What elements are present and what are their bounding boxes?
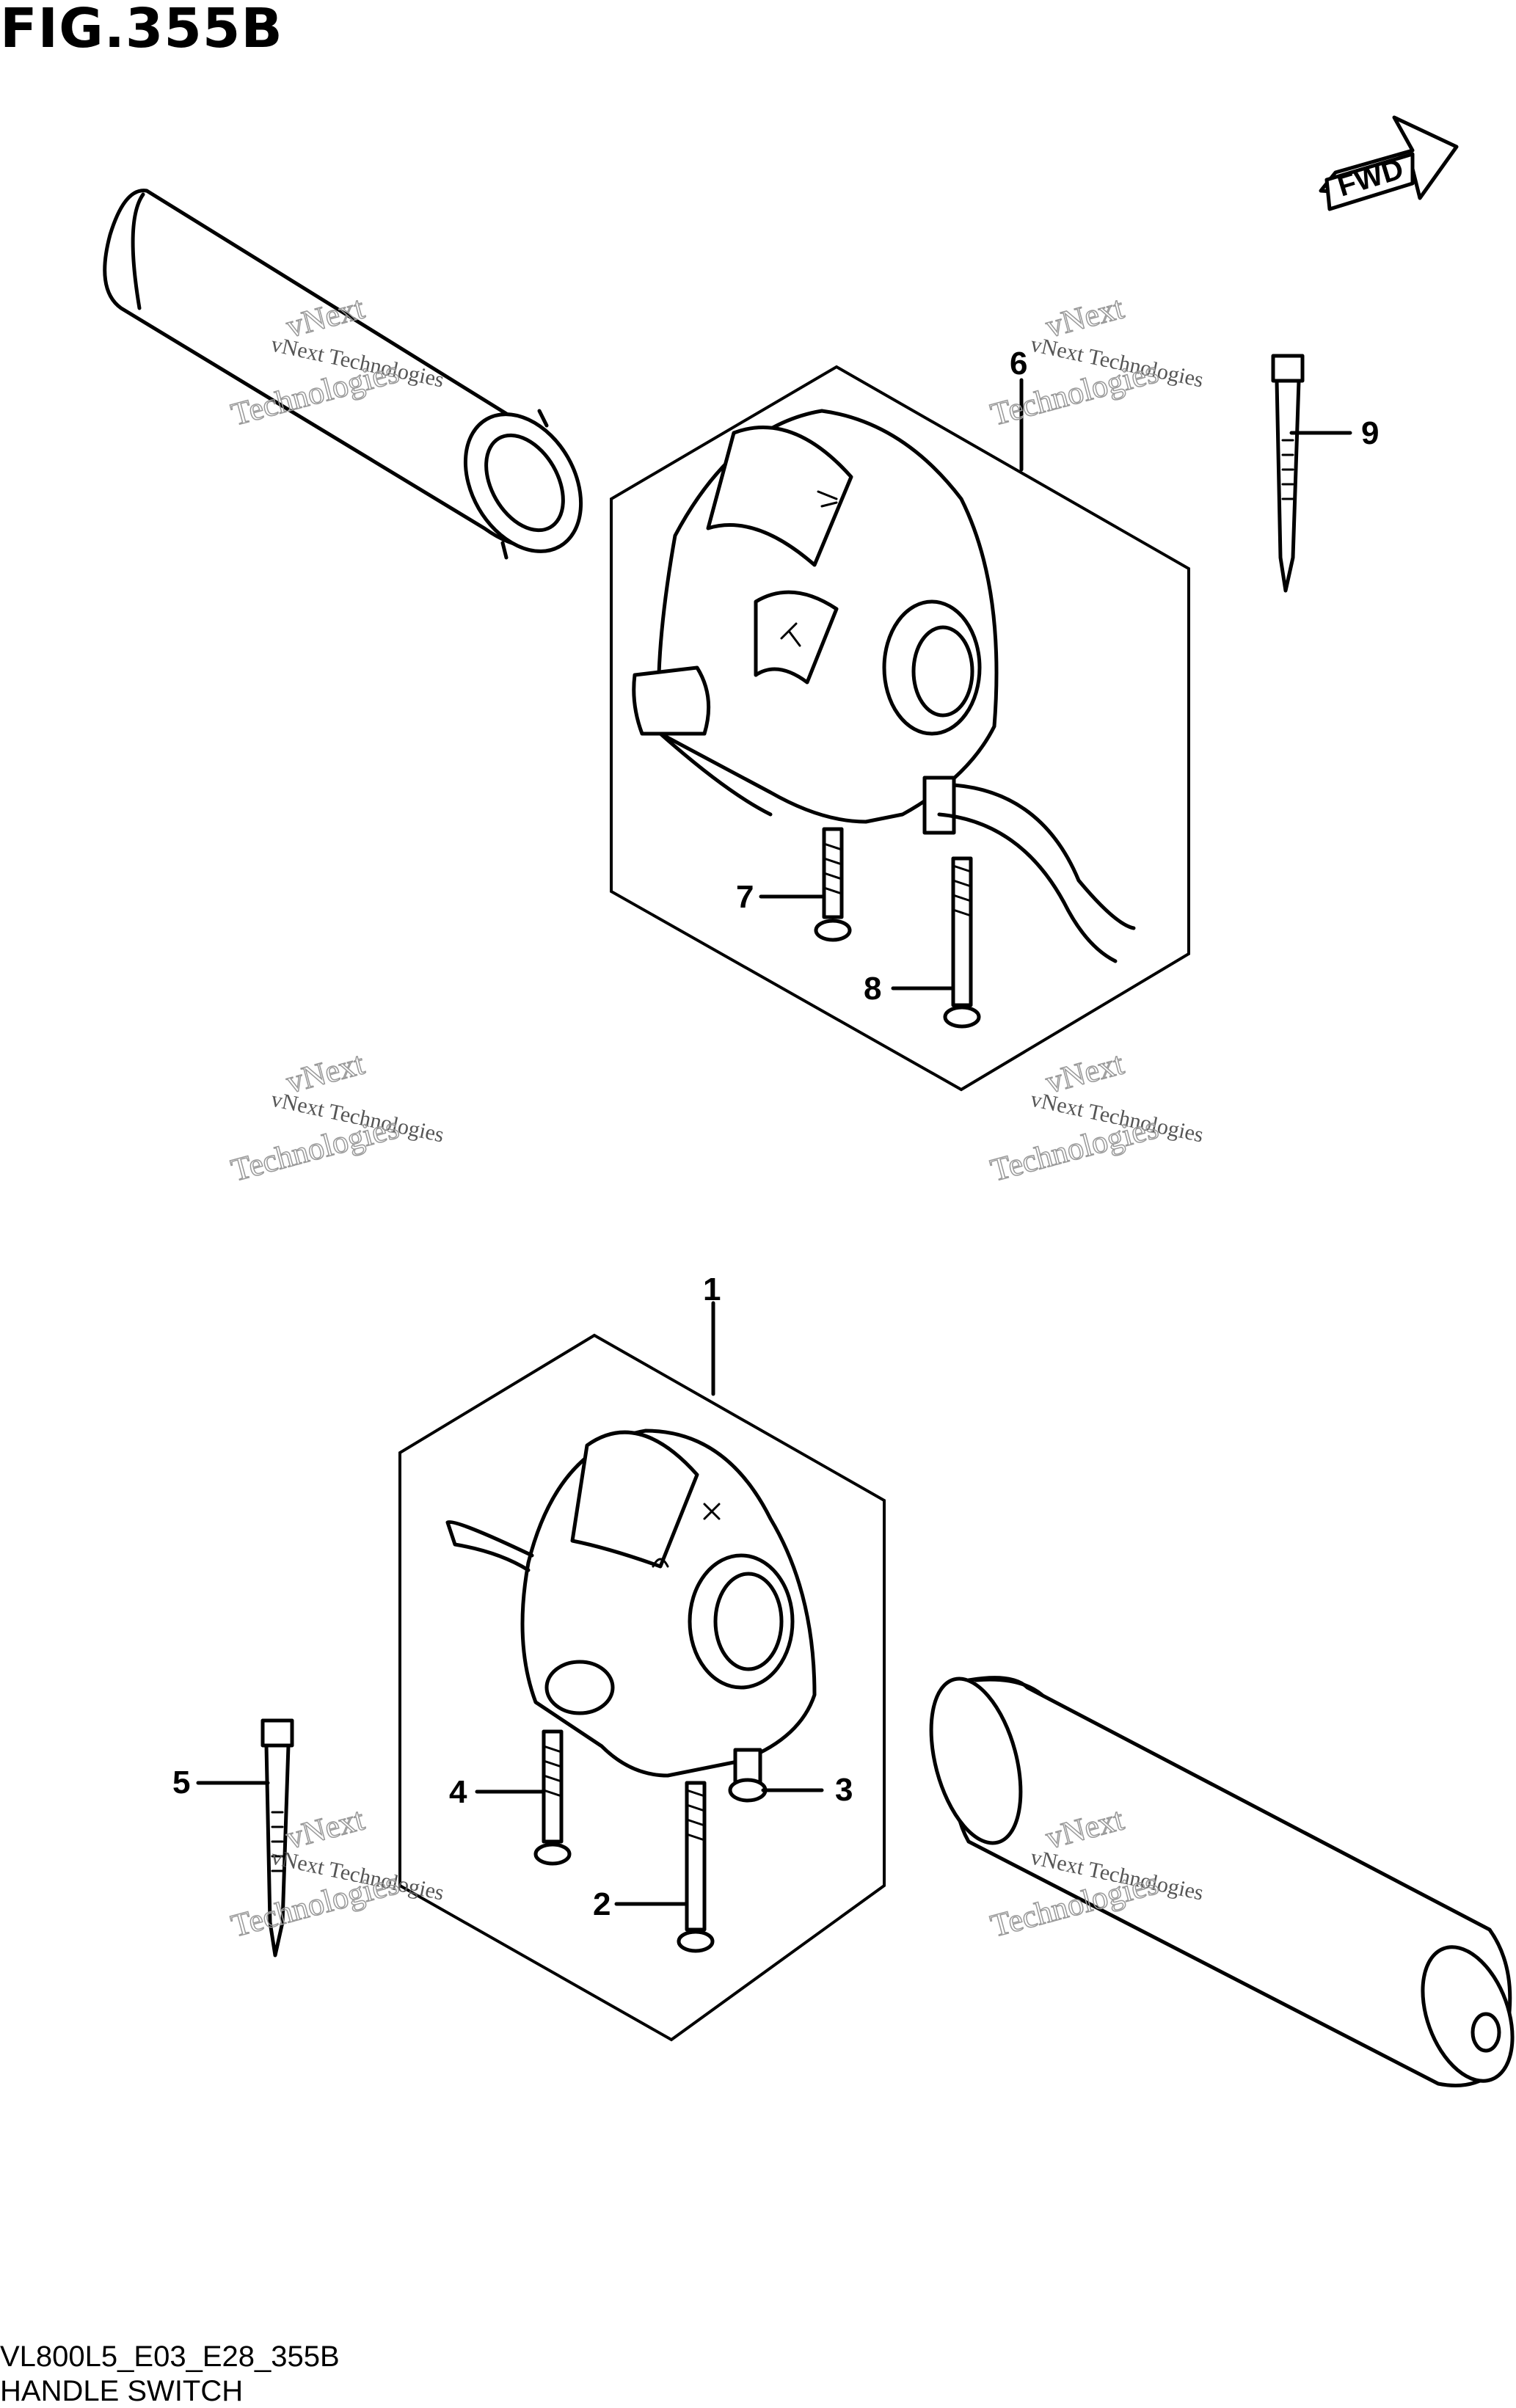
screw-7 [814, 827, 852, 942]
watermark-4: vNext Technologies vNext Technologies [986, 1045, 1206, 1189]
left-handle-switch [445, 1429, 817, 1778]
switch-assembly-outline-upper [610, 365, 1190, 1092]
screw-4 [533, 1729, 572, 1866]
screw-3 [728, 1748, 768, 1803]
callout-9: 9 [1361, 415, 1379, 451]
svg-text:Technologies: Technologies [227, 1109, 403, 1189]
left-grip-upper [103, 189, 583, 560]
watermark-5: vNext Technologies vNext Technologies [227, 1800, 446, 1945]
svg-text:vNext: vNext [283, 1800, 368, 1856]
callout-7: 7 [736, 879, 754, 915]
callout-2: 2 [593, 1886, 611, 1922]
watermark-3: vNext Technologies vNext Technologies [227, 1045, 446, 1189]
callout-3: 3 [835, 1772, 853, 1808]
section-name: HANDLE SWITCH [0, 2375, 244, 2407]
right-grip-lower [929, 1676, 1515, 2087]
model-code: VL800L5_E03_E28_355B [0, 2340, 340, 2373]
figure-title: FIG.355B [0, 0, 283, 60]
right-handle-switch [632, 409, 1136, 963]
screw-8 [943, 856, 981, 1029]
svg-text:Technologies: Technologies [987, 1109, 1162, 1189]
callout-5: 5 [172, 1765, 190, 1800]
callout-4: 4 [449, 1774, 467, 1810]
tie-strap-5 [260, 1718, 294, 1958]
svg-text:vNext: vNext [1042, 1045, 1128, 1100]
leader-lines [196, 378, 1352, 1906]
svg-text:vNext: vNext [283, 1045, 368, 1100]
svg-text:vNext: vNext [1042, 289, 1128, 344]
switch-assembly-outline-lower [398, 1333, 886, 2042]
fwd-arrow-icon: FWD [1319, 115, 1459, 211]
tie-strap-9 [1271, 354, 1305, 593]
screw-2 [677, 1781, 715, 1953]
callout-6: 6 [1010, 346, 1027, 382]
callout-8: 8 [864, 971, 881, 1007]
callout-1: 1 [703, 1272, 721, 1307]
